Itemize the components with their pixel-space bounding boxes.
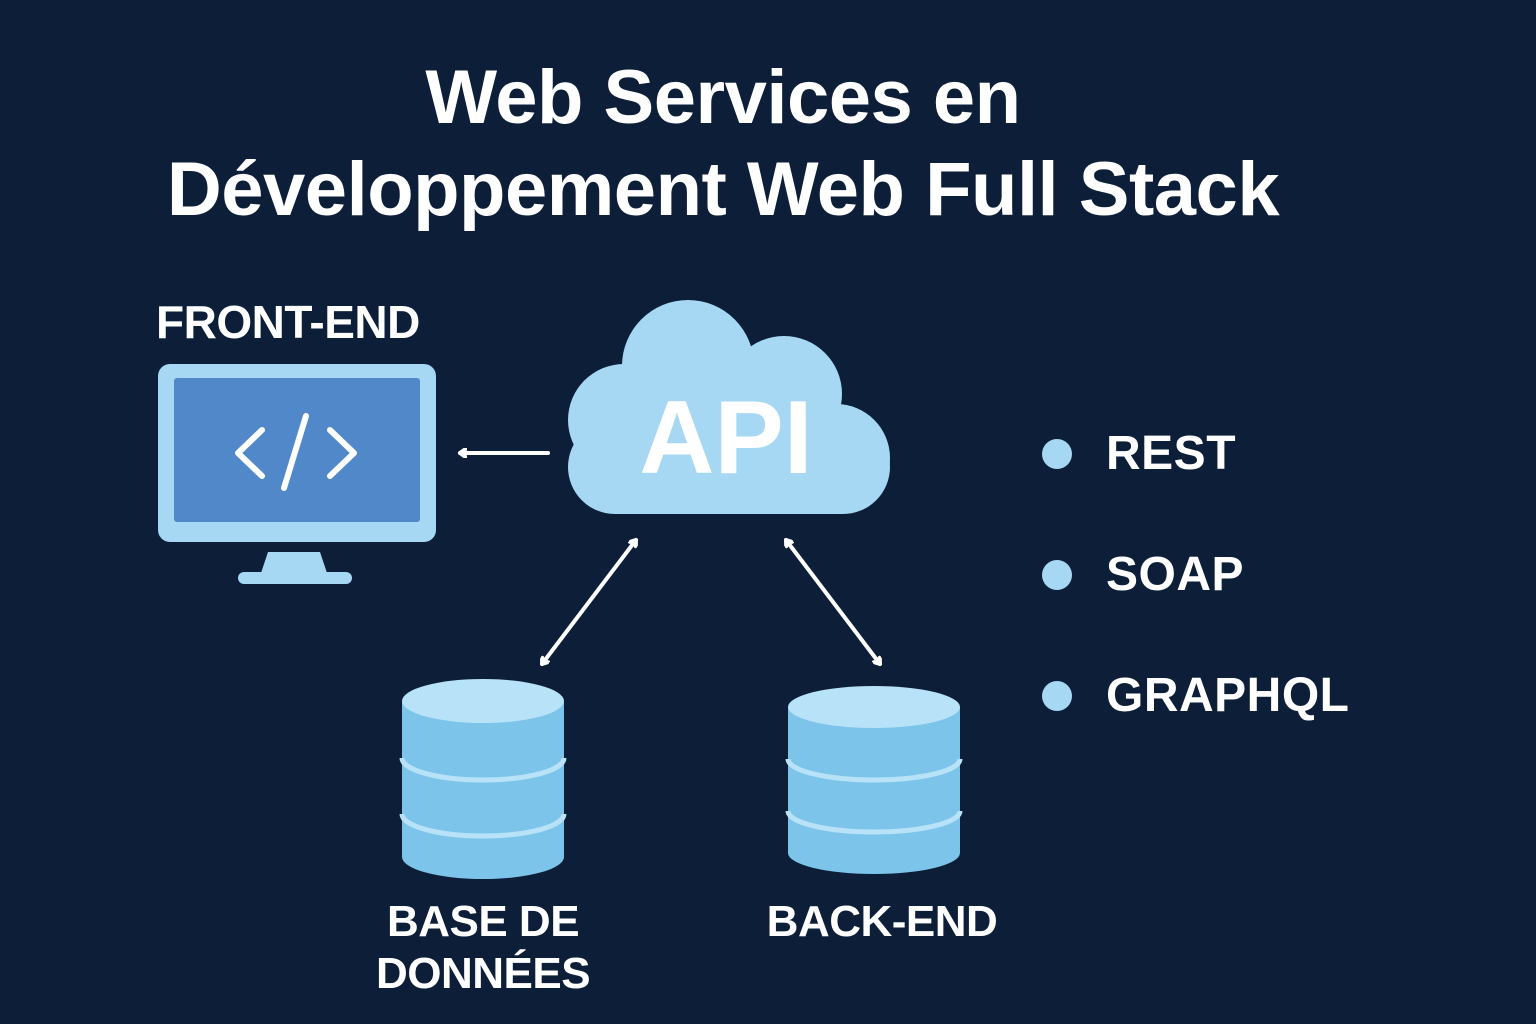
bullet-dot-icon [1042,560,1072,590]
protocol-list: REST SOAP GRAPHQL [1042,424,1350,787]
protocol-graphql: GRAPHQL [1106,669,1350,722]
diagram-title: Web Services en Développement Web Full S… [0,52,1446,236]
list-item: SOAP [1042,545,1350,605]
api-label: API [639,380,813,496]
arrow-api-backend [784,538,882,666]
cloud-icon [568,300,890,514]
front-end-label: FRONT-END [156,296,420,348]
list-item: REST [1042,424,1350,484]
database-label: BASE DE DONNÉES [375,897,591,998]
title-line-2: Développement Web Full Stack [166,147,1280,232]
bullet-dot-icon [1042,439,1072,469]
bullet-dot-icon [1042,681,1072,711]
monitor-code-icon [158,364,436,584]
protocol-rest: REST [1106,427,1237,480]
arrow-api-database [540,538,638,666]
back-end-label: BACK-END [766,897,998,946]
title-line-1: Web Services en [425,55,1021,140]
list-item: GRAPHQL [1042,666,1350,726]
protocol-soap: SOAP [1106,548,1245,601]
code-brackets-icon [235,413,357,491]
server-database-icon [785,686,963,874]
database-icon [399,679,567,879]
